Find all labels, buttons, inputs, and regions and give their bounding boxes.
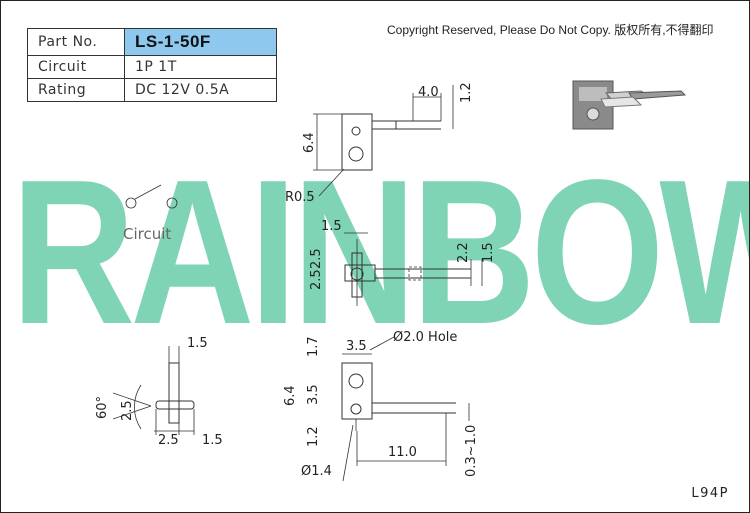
dim-bottom-lead-diameter: Ø1.4 [301, 464, 332, 479]
dim-top-width: 4.0 [418, 85, 439, 100]
dim-bottom-hole: Ø2.0 Hole [393, 330, 457, 345]
dim-middle-left-b: 2.5 [309, 248, 324, 269]
copyright-notice: Copyright Reserved, Please Do Not Copy. … [387, 23, 714, 37]
dim-bottom-top-gap: 1.7 [306, 336, 321, 357]
dim-bottom-lead-length: 11.0 [388, 445, 417, 460]
rating-value: DC 12V 0.5A [124, 78, 277, 102]
dim-middle-left-a: 2.5 [309, 269, 324, 290]
drawing-code: L94P [691, 486, 729, 501]
side-view [112, 346, 195, 435]
dim-bottom-height: 6.4 [283, 385, 298, 406]
dim-middle-right-b: 1.5 [481, 242, 496, 263]
dim-bottom-thickness: 0.3~1.0 [464, 425, 479, 477]
dim-bottom-hole-pitch: 3.5 [306, 384, 321, 405]
dim-middle-offset: 1.5 [321, 219, 342, 234]
middle-view [344, 232, 483, 306]
bottom-view [341, 336, 470, 482]
dim-side-height: 2.5 [120, 400, 135, 421]
top-view [313, 85, 454, 197]
dim-middle-right-a: 2.2 [456, 242, 471, 263]
dim-side-angle: 60° [95, 396, 110, 419]
part-no-label: Part No. [27, 28, 125, 56]
product-photo [572, 80, 687, 130]
brand-watermark: RAINBOW [11, 137, 750, 367]
dim-bottom-width: 3.5 [346, 339, 367, 354]
spec-table: Part No. LS-1-50F Circuit 1P 1T Rating D… [27, 28, 277, 102]
circuit-label: Circuit [27, 55, 125, 79]
circuit-symbol-label: Circuit [123, 225, 172, 243]
dim-side-pin-width: 1.5 [187, 336, 208, 351]
dim-top-pin-height: 1.2 [459, 82, 474, 103]
spec-row-rating: Rating DC 12V 0.5A [27, 78, 277, 102]
dim-side-base-a: 2.5 [158, 433, 179, 448]
circuit-symbol [125, 184, 178, 209]
part-no-value: LS-1-50F [124, 28, 277, 56]
dim-top-radius: R0.5 [285, 190, 315, 205]
rating-label: Rating [27, 78, 125, 102]
spec-row-part-no: Part No. LS-1-50F [27, 28, 277, 56]
dim-top-height: 6.4 [302, 132, 317, 153]
dim-side-base-b: 1.5 [202, 433, 223, 448]
dim-bottom-gap: 1.2 [306, 426, 321, 447]
